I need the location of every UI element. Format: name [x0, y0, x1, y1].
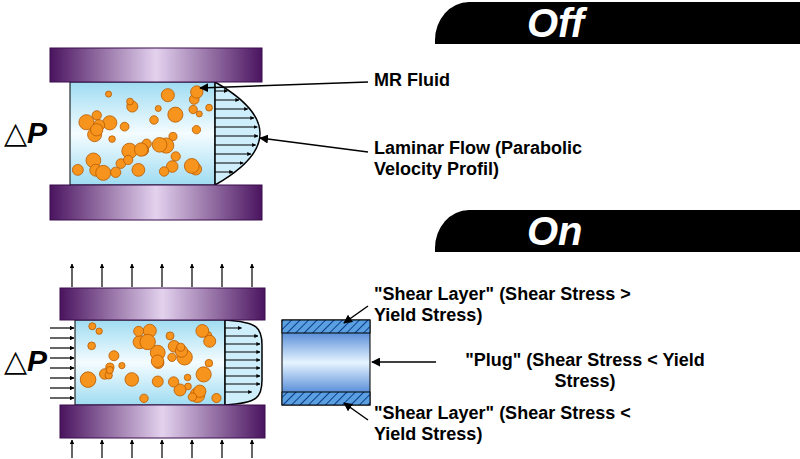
pressure-label: △P [4, 116, 64, 151]
banner-title: Off [527, 3, 800, 43]
zone-label: "Shear Layer" (Shear Stress < Yield Stre… [374, 403, 659, 444]
title-banner: Off [435, 2, 800, 44]
pressure-label: △P [4, 344, 64, 379]
part-label: Laminar Flow (Parabolic Velocity Profil) [374, 138, 599, 179]
title-banner: On [435, 210, 800, 252]
zone-label: "Plug" (Shear Stress < Yield Stress) [440, 350, 730, 391]
part-label: MR Fluid [374, 70, 574, 91]
zone-label: "Shear Layer" (Shear Stress > Yield Stre… [374, 284, 659, 325]
banner-title: On [527, 211, 800, 251]
